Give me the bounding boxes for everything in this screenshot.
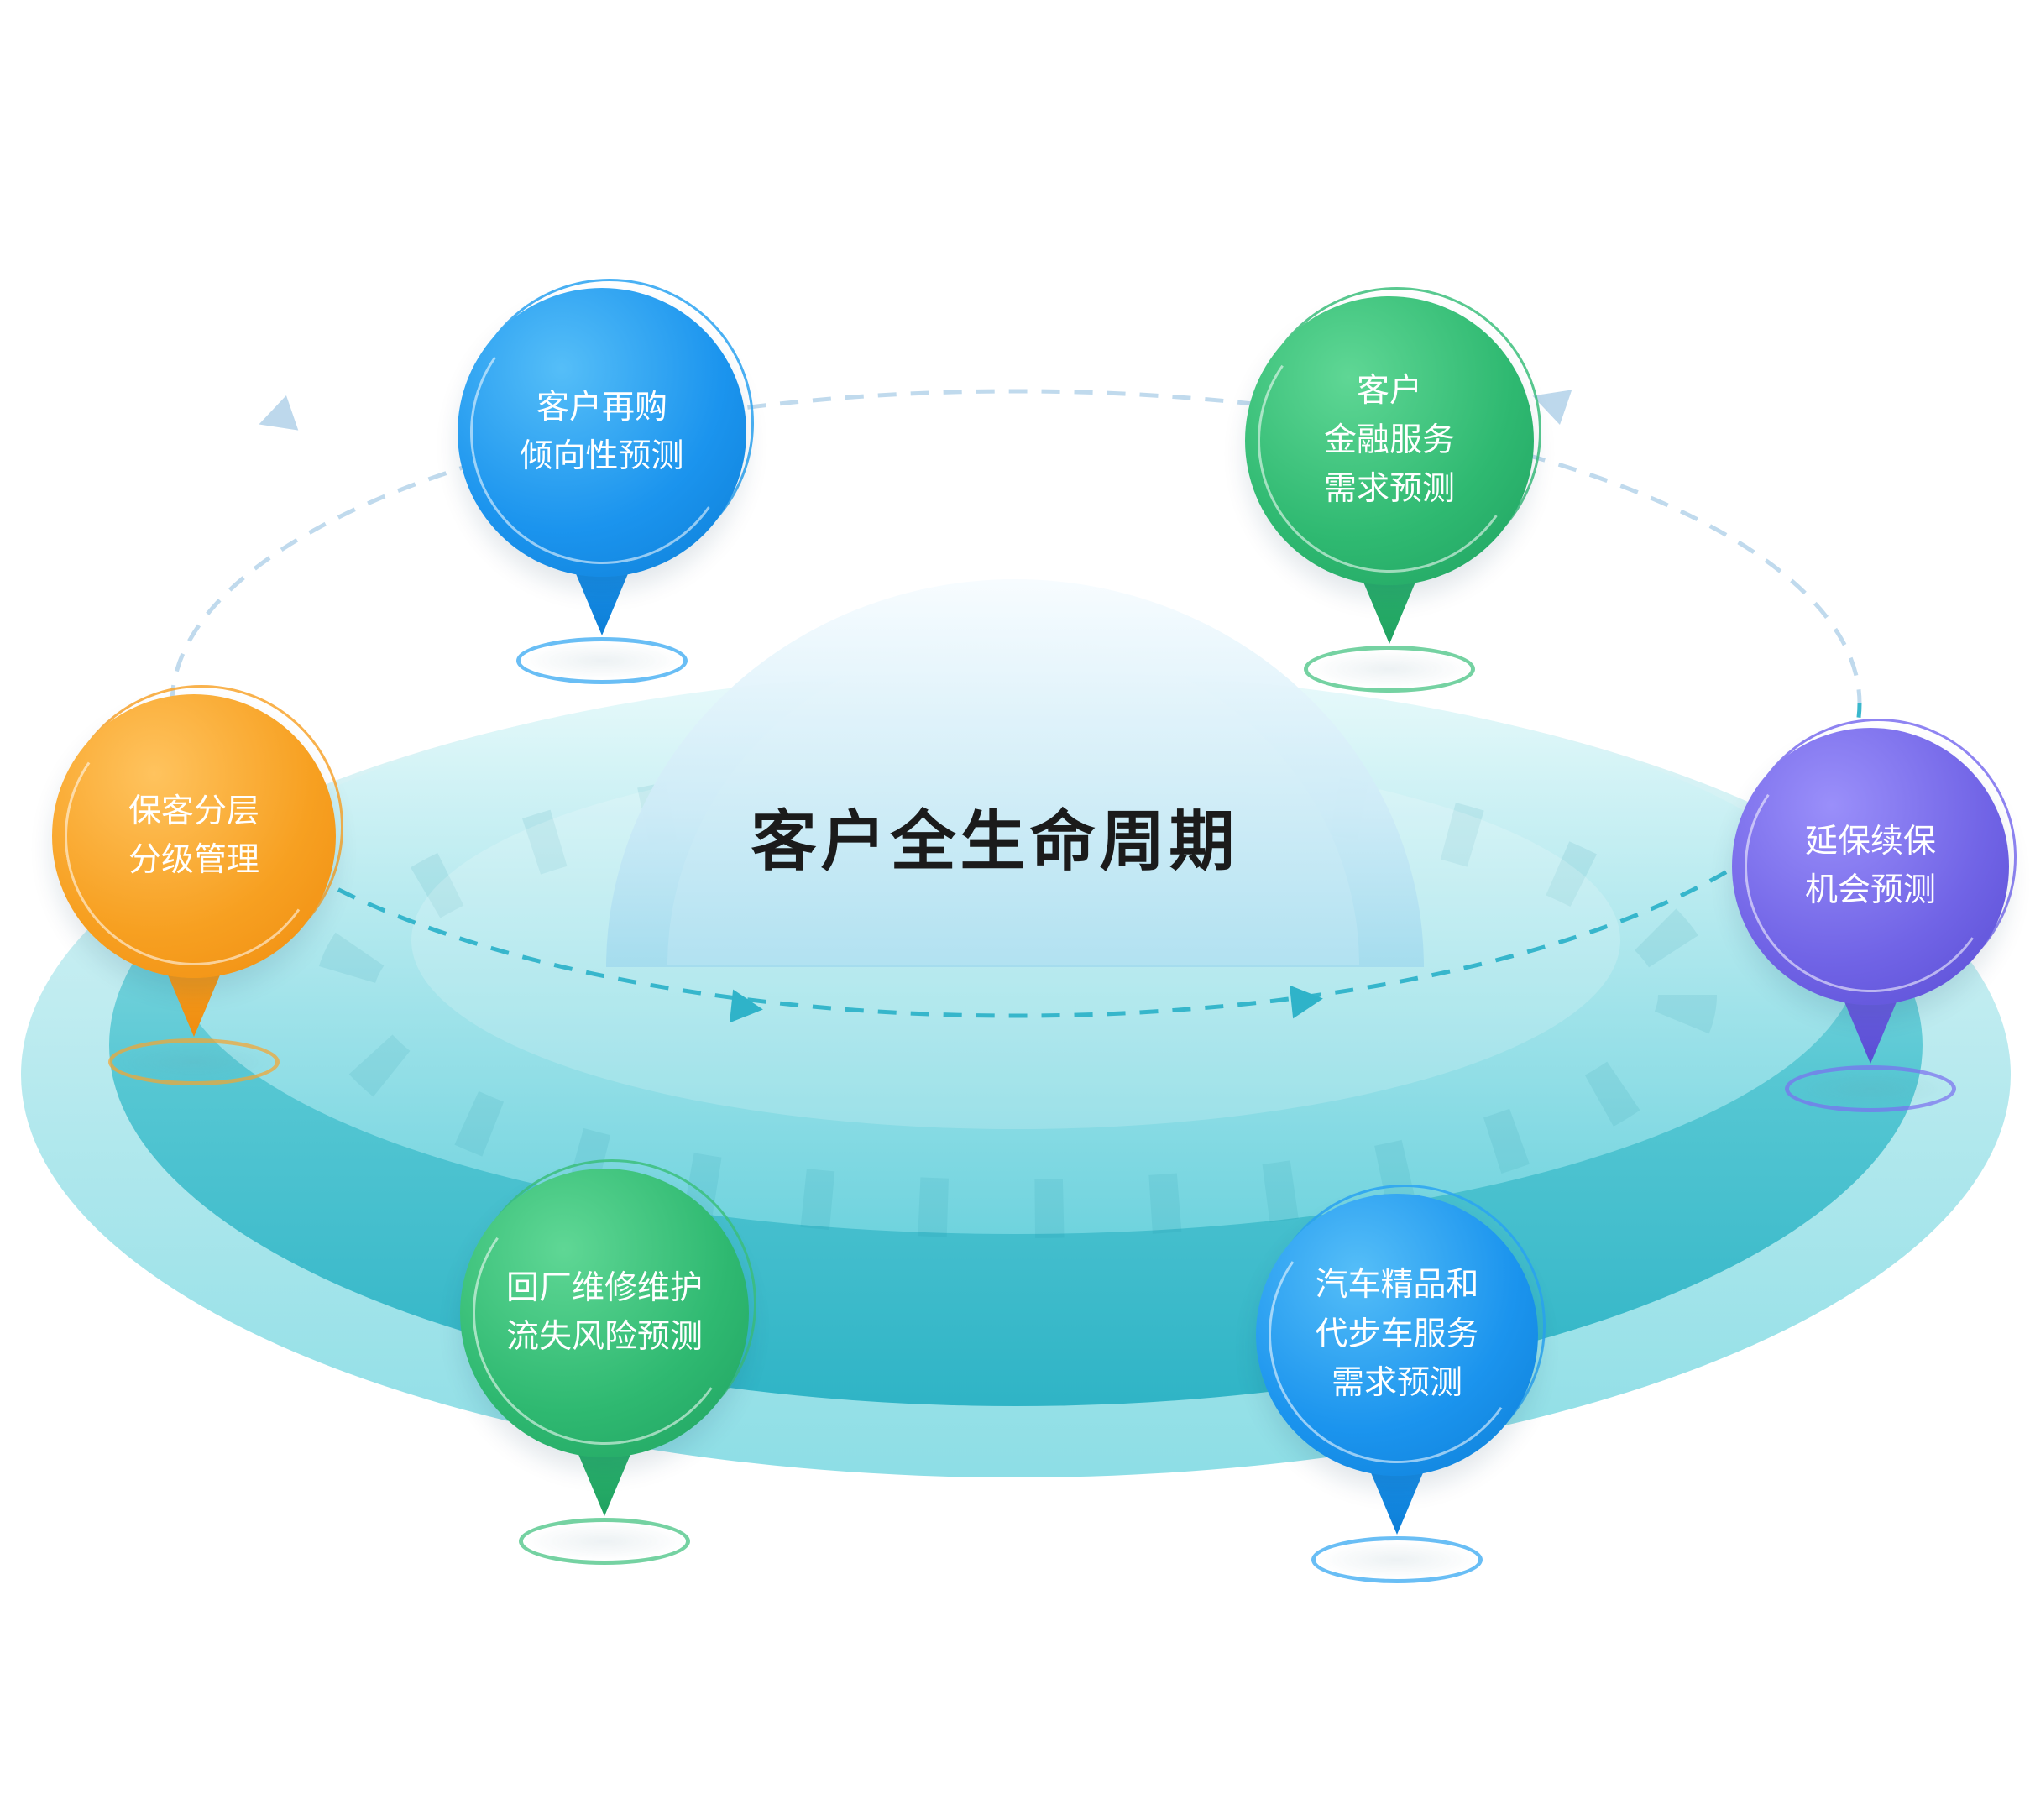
node-base-ring <box>516 637 688 684</box>
node-bubble-repurchase: 客户再购 倾向性预测 <box>458 288 746 577</box>
lifecycle-title: 客户全生命周期 <box>751 804 1239 878</box>
node-label-line: 代步车服务 <box>1315 1315 1479 1352</box>
node-bubble-repair: 回厂维修维护 流失风险预测 <box>460 1169 749 1457</box>
node-label-line: 回厂维修维护 <box>505 1269 703 1306</box>
node-base-ring <box>1311 1536 1483 1583</box>
node-bubble-warranty: 延保续保 机会预测 <box>1732 728 2009 1005</box>
node-label-line: 分级管理 <box>128 842 259 878</box>
orbit-arrow-bottom-left <box>729 989 763 1023</box>
node-base-ring <box>519 1518 690 1565</box>
node-warranty: 延保续保 机会预测 <box>1732 719 2017 1112</box>
node-bubble-accessory: 汽车精品和 代步车服务 需求预测 <box>1256 1194 1538 1476</box>
node-label-line: 金融服务 <box>1323 421 1455 458</box>
orbit-arrow-top-right <box>1532 390 1572 426</box>
node-label-line: 倾向性预测 <box>520 438 684 474</box>
node-bubble-tiering: 保客分层 分级管理 <box>52 694 336 978</box>
node-base-ring <box>1785 1065 1956 1112</box>
node-repurchase: 客户再购 倾向性预测 <box>458 279 754 684</box>
node-finance: 客户 金融服务 需求预测 <box>1245 287 1541 693</box>
node-label-line: 客户 <box>1356 373 1422 410</box>
orbit-path-top <box>170 389 1862 704</box>
node-base-ring <box>108 1038 280 1085</box>
orbit-arrow-bottom-right <box>1289 985 1323 1019</box>
node-label-line: 机会预测 <box>1804 872 1936 908</box>
orbit-arrow-top-left <box>259 395 299 431</box>
node-label-line: 需求预测 <box>1331 1365 1462 1402</box>
node-label-line: 流失风险预测 <box>505 1319 703 1355</box>
node-tiering: 保客分层 分级管理 <box>52 685 343 1085</box>
node-label-line: 需求预测 <box>1323 471 1455 508</box>
node-label-line: 客户再购 <box>536 389 667 426</box>
center-dome-inner <box>667 635 1359 965</box>
node-accessory: 汽车精品和 代步车服务 需求预测 <box>1256 1185 1546 1583</box>
node-bubble-finance: 客户 金融服务 需求预测 <box>1245 296 1534 585</box>
node-label-line: 汽车精品和 <box>1315 1267 1479 1304</box>
node-repair: 回厂维修维护 流失风险预测 <box>460 1159 756 1565</box>
node-label-line: 保客分层 <box>128 792 259 829</box>
node-base-ring <box>1304 646 1475 693</box>
node-label-line: 延保续保 <box>1804 823 1936 860</box>
